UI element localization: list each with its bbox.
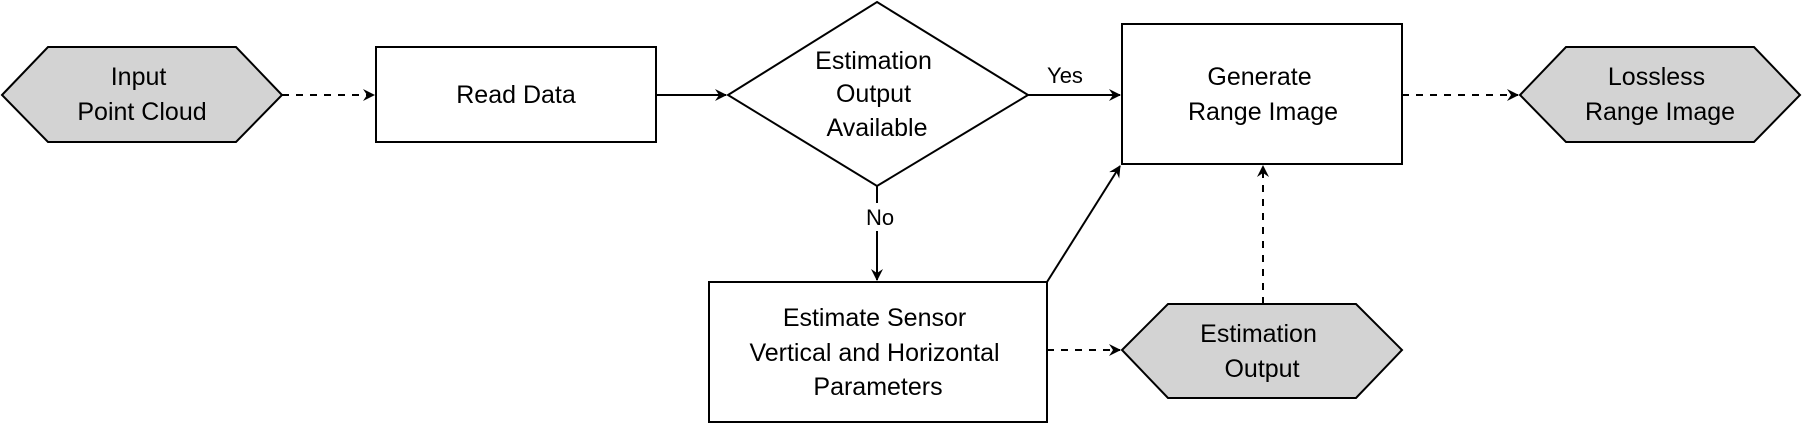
svg-text:Lossless Range Image: Lossless Range Image <box>1585 63 1735 126</box>
yes-edge-label: Yes <box>1047 63 1083 88</box>
svg-text:Generate Range Image: Generate Range Image <box>1188 63 1338 126</box>
estimation-output-available-decision: Estimation Output Available <box>726 0 1030 188</box>
generate-line-1: Generate <box>1207 63 1311 91</box>
lossless-line-2: Range Image <box>1585 98 1735 126</box>
estimation-output-line-1: Estimation <box>1200 320 1317 348</box>
edge-estimate-to-generate <box>1046 165 1121 283</box>
input-point-cloud-line-1: Input <box>111 63 167 91</box>
estimation-output-line-2: Output <box>1224 355 1299 383</box>
lossless-range-image-node: Lossless Range Image <box>1518 46 1802 143</box>
generate-line-2: Range Image <box>1188 98 1338 126</box>
decision-line-1: Estimation <box>815 47 932 75</box>
svg-text:Estimate Sensor Vertical: Estimate Sensor Vertical and Horizontal … <box>749 304 1006 401</box>
estimate-line-3: Parameters <box>813 373 942 401</box>
estimate-line-2: Vertical and Horizontal <box>749 339 999 367</box>
svg-text:Estimation Output: Estimation Output Available <box>815 47 939 142</box>
read-data-node: Read Data <box>375 46 657 143</box>
no-edge-label: No <box>866 205 894 230</box>
svg-text:Input Point Cloud: Input Point Cloud <box>77 63 206 126</box>
input-point-cloud-node: Input Point Cloud <box>0 46 284 143</box>
decision-line-2: Output <box>836 80 911 108</box>
read-data-line-1: Read Data <box>456 81 576 109</box>
input-point-cloud-line-2: Point Cloud <box>77 98 206 126</box>
decision-line-3: Available <box>826 114 927 142</box>
svg-text:Estimation Output: Estimation Output <box>1200 320 1324 383</box>
lossless-line-1: Lossless <box>1608 63 1705 91</box>
no-label-background <box>860 203 896 231</box>
estimation-output-node: Estimation Output <box>1120 303 1404 399</box>
estimate-sensor-parameters-node: Estimate Sensor Vertical and Horizontal … <box>708 281 1048 423</box>
generate-range-image-node: Generate Range Image <box>1121 23 1403 165</box>
estimate-line-1: Estimate Sensor <box>783 304 966 332</box>
